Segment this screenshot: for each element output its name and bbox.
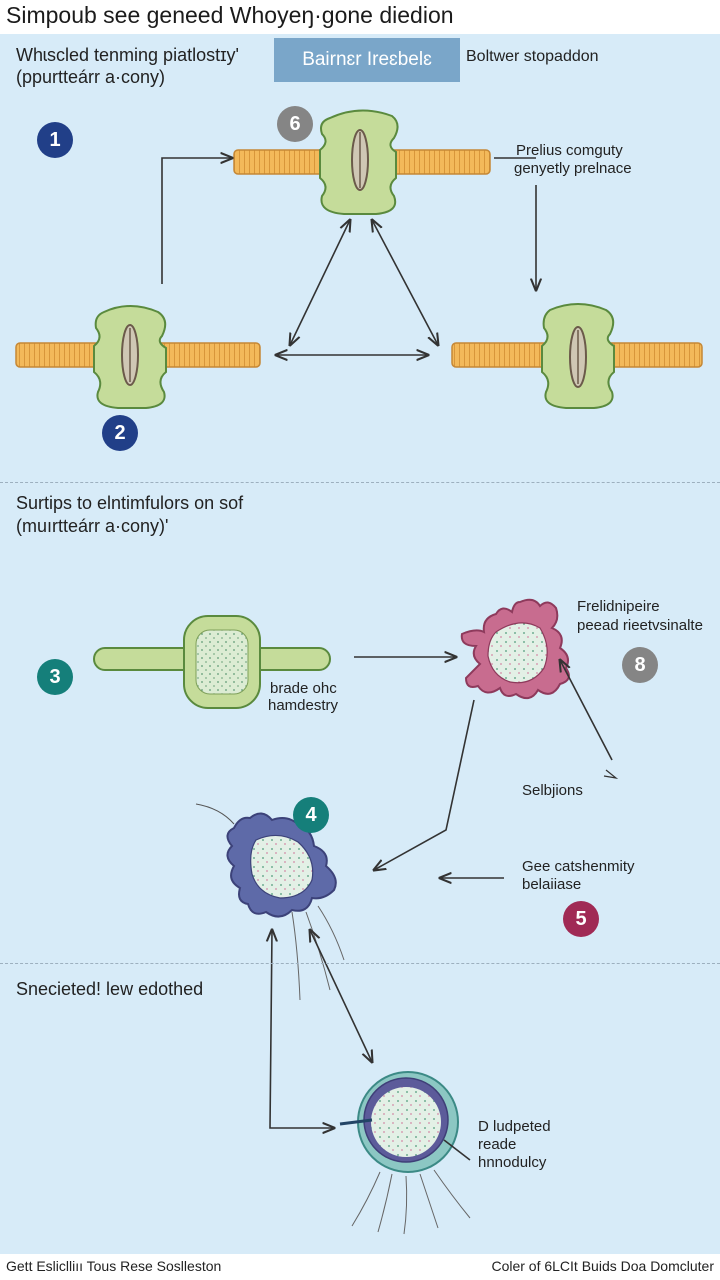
- receptor-right: [451, 303, 703, 409]
- note-top-right-line1: Prelius comguty: [516, 142, 623, 159]
- note-right-cell-line1: Frelidnipeire: [577, 598, 660, 615]
- badge-5: 5: [563, 901, 599, 937]
- footer: Gett Esliclliıı Tous Rese Soslleston Col…: [0, 1254, 720, 1280]
- divider-2: [0, 963, 720, 964]
- badge-2: 2: [102, 415, 138, 451]
- banner-label: Bairnɛr Ireɛbelɛ: [274, 38, 460, 82]
- round-cell: [339, 1071, 471, 1235]
- receptor-top: [233, 109, 491, 215]
- badge-8: 8: [622, 647, 658, 683]
- badge-6: 6: [277, 106, 313, 142]
- section1-label-line1: Whɩscled tenming piatlostɪy': [16, 45, 239, 65]
- badge-1: 1: [37, 122, 73, 158]
- divider-1: [0, 482, 720, 483]
- green-cell: [93, 615, 331, 709]
- section1-arrows: [161, 158, 536, 355]
- note-right-cell-line2: peead rieetvsinalte: [577, 617, 703, 634]
- header-note: Boltwer stopaddon: [466, 48, 599, 65]
- receptor-left: [15, 305, 261, 409]
- footer-right: Coler of 6LCIt Buids Doa Domcluter: [491, 1258, 714, 1274]
- page-title: Simpoub see geneed Whoyeŋ·gone diedion: [6, 2, 454, 28]
- note-bottom-line3: hnnodulcy: [478, 1154, 547, 1171]
- section2-label-line2: (muırtteárr a·cony)': [16, 516, 169, 536]
- stellate-cell-pink: [460, 598, 570, 700]
- note-top-right-line2: genyetly prelnace: [514, 160, 632, 177]
- badge-3: 3: [37, 659, 73, 695]
- section3-label: Snecieted! lew edothed: [16, 979, 204, 999]
- footer-left: Gett Esliclliıı Tous Rese Soslleston: [6, 1258, 222, 1274]
- section2-label-line1: Surtips to elntimfulors on sof: [16, 493, 244, 513]
- badge-4: 4: [293, 797, 329, 833]
- note-bottom-line2: reade: [478, 1136, 517, 1153]
- stellate-cell-purple: [195, 803, 345, 1001]
- note-gee-line1: Gee catshenmity: [522, 858, 635, 875]
- section2-arrows: [270, 657, 619, 1161]
- note-selections: Selbjions: [522, 782, 583, 799]
- section1-label-line2: (ppurtteárr a·cony): [16, 67, 166, 87]
- note-gee-line2: belaiiase: [522, 876, 582, 893]
- note-cell-body-line2: hamdestry: [268, 697, 339, 714]
- note-cell-body-line1: brade ohc: [270, 680, 337, 697]
- note-bottom-line1: D ludpeted: [478, 1118, 551, 1135]
- title-bar: Simpoub see geneed Whoyeŋ·gone diedion: [0, 0, 720, 34]
